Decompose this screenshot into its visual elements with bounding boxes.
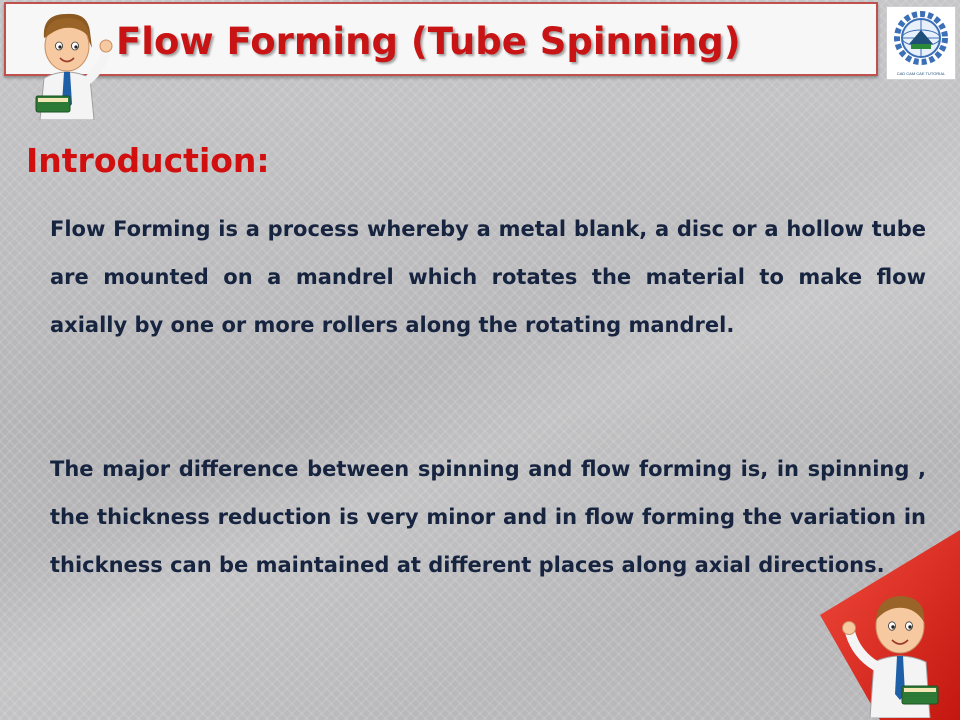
cartoon-presenter-icon xyxy=(35,13,113,120)
logo-caption: CAD CAM CAE TUTORIAL xyxy=(896,71,946,76)
cartoon-presenter-icon xyxy=(842,596,939,718)
section-heading: Introduction: xyxy=(26,141,270,180)
paragraph-1: Flow Forming is a process whereby a meta… xyxy=(50,217,926,337)
gear-globe-logo-icon xyxy=(894,11,948,65)
paragraph-2: The major difference between spinning an… xyxy=(50,457,926,577)
title-bar: Flow Forming (Tube Spinning) xyxy=(4,2,878,76)
logo-box: CAD CAM CAE TUTORIAL xyxy=(886,6,956,80)
slide-title: Flow Forming (Tube Spinning) xyxy=(116,20,741,63)
